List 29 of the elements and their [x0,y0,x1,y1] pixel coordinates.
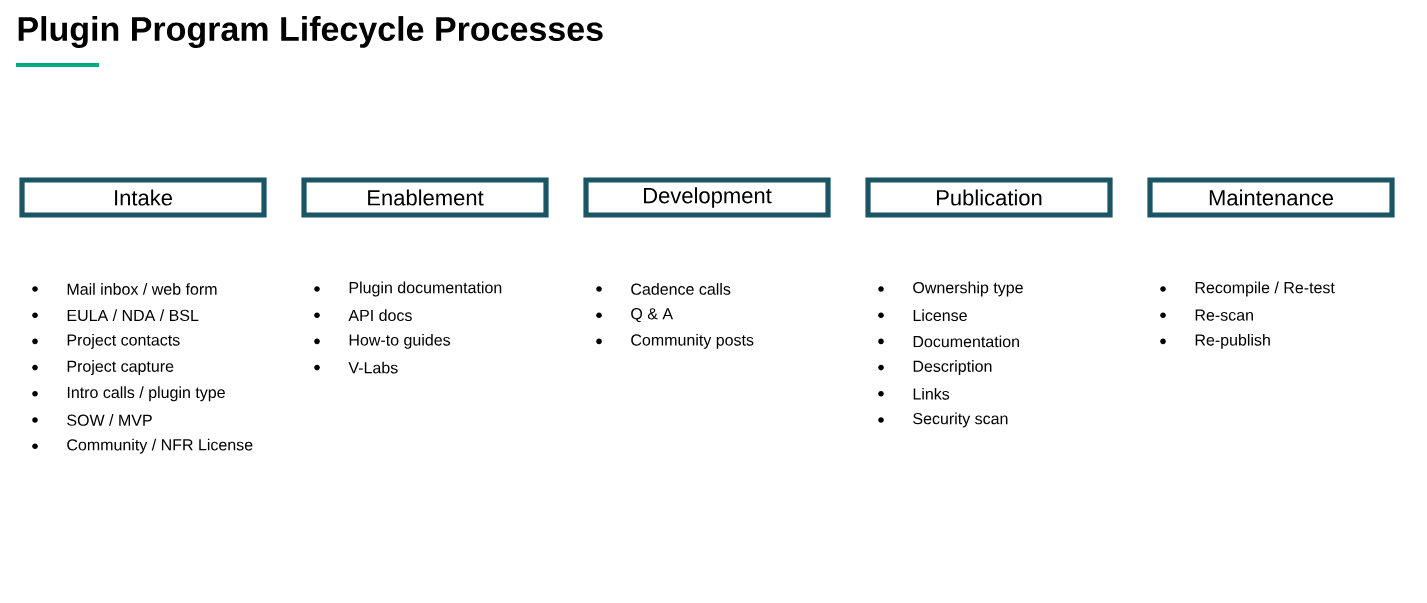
bullet-item: Community posts [596,333,754,349]
bullet-item: Community / NFR License [32,438,253,454]
bullet-item: Project contacts [32,333,180,349]
bullet-item: Recompile / Re-test [1160,281,1335,297]
bullet-item: Links [878,387,950,400]
bullet-item: Q & A [596,308,674,323]
bullet-item: Re-scan [1160,309,1253,321]
title: Plugin Program Lifecycle Processes [18,16,603,48]
bullet-item: Plugin documentation [314,281,502,297]
stage-box: Development [583,177,831,218]
bullet-item: EULA / NDA / BSL [32,309,199,322]
bullet-item: SOW / MVP [32,414,152,426]
bullet-item: Mail inbox / web form [32,283,217,295]
stage-box: Publication [865,177,1113,218]
bullet-item: Intro calls / plugin type [32,386,225,402]
bullet-item: License [878,309,967,322]
bullet-item: Cadence calls [596,283,731,295]
bullet-item: How-to guides [314,333,451,349]
bullet-item: Security scan [878,412,1008,428]
bullet-item: Re-publish [1160,333,1270,349]
bullet-item: API docs [314,309,412,322]
bullet-item: Ownership type [878,281,1023,297]
bullet-item: Description [878,360,992,376]
stage-box: Maintenance [1147,177,1395,218]
stage-box: Intake [19,177,267,218]
stage-box: Enablement [301,177,549,218]
bullet-item: Documentation [878,335,1019,348]
bullet-item: V-Labs [314,361,398,374]
bullet-item: Project capture [32,360,174,376]
